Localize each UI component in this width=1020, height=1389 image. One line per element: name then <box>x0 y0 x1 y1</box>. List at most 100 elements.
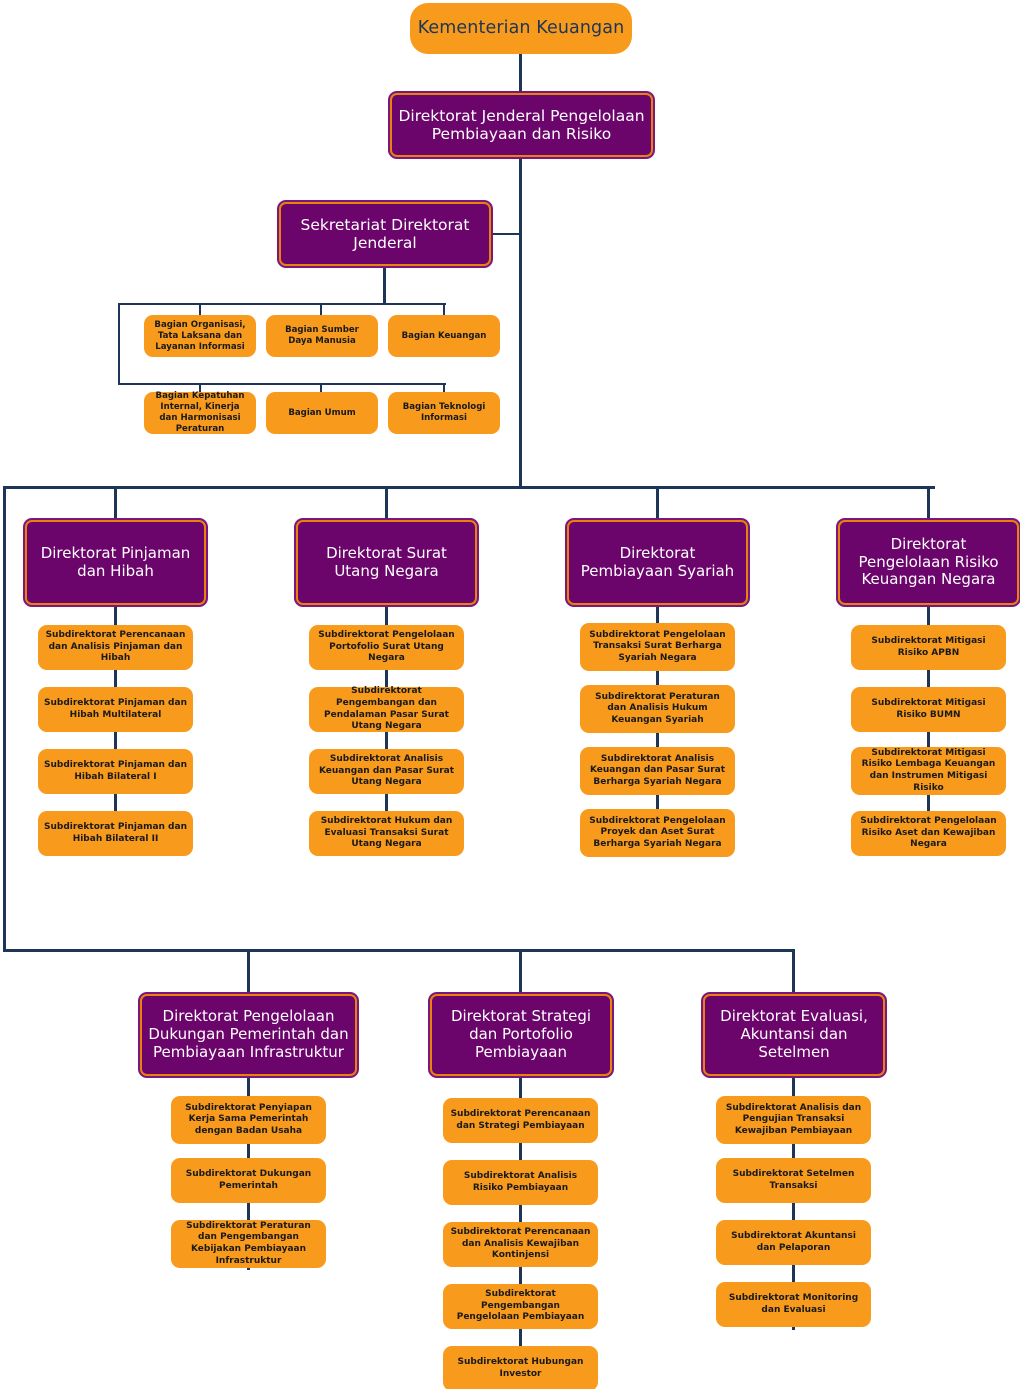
connector-bagian-bus-2 <box>118 383 446 385</box>
connector-sekretariat-down <box>383 267 386 305</box>
node-label: Subdirektorat Analisis dan Pengujian Tra… <box>725 1102 862 1136</box>
connector-sekretariat-stub <box>490 233 521 235</box>
node-subdit-4-3[interactable]: Subdirektorat Mitigasi Risiko Lembaga Ke… <box>851 747 1006 795</box>
node-label: Direktorat Strategi dan Portofolio Pembi… <box>450 1007 592 1061</box>
node-direktorat-surat-utang-negara[interactable]: Direktorat Surat Utang Negara <box>296 520 477 605</box>
node-label: Subdirektorat Setelmen Transaksi <box>732 1168 855 1191</box>
node-label: Subdirektorat Pinjaman dan Hibah Bilater… <box>44 759 187 782</box>
node-label: Subdirektorat Analisis Risiko Pembiayaan <box>463 1170 578 1193</box>
node-subdit-2-2[interactable]: Subdirektorat Pengembangan dan Pendalama… <box>309 686 464 732</box>
node-subdit-7-1[interactable]: Subdirektorat Analisis dan Pengujian Tra… <box>716 1096 871 1144</box>
node-subdit-6-4[interactable]: Subdirektorat Pengembangan Pengelolaan P… <box>443 1284 598 1329</box>
connector-row1-drop-2 <box>385 486 388 522</box>
node-subdit-7-2[interactable]: Subdirektorat Setelmen Transaksi <box>716 1158 871 1203</box>
node-bagian-sdm[interactable]: Bagian Sumber Daya Manusia <box>266 315 378 357</box>
connector-bagian-drop-5 <box>320 383 322 392</box>
connector-bagian-bus-1 <box>118 303 446 305</box>
node-label: Direktorat Evaluasi, Akuntansi dan Setel… <box>720 1007 868 1061</box>
node-label: Direktorat Jenderal Pengelolaan Pembiaya… <box>398 106 645 143</box>
node-direktorat-strategi-portofolio[interactable]: Direktorat Strategi dan Portofolio Pembi… <box>430 994 612 1076</box>
connector-row1-drop-1 <box>114 486 117 522</box>
node-subdit-5-1[interactable]: Subdirektorat Penyiapan Kerja Sama Pemer… <box>171 1096 326 1144</box>
node-label: Bagian Teknologi Informasi <box>402 402 486 423</box>
node-label: Bagian Kepatuhan Internal, Kinerja dan H… <box>155 391 245 434</box>
node-label: Subdirektorat Perencanaan dan Analisis K… <box>450 1227 591 1261</box>
connector-bagian-drop-1 <box>199 303 201 315</box>
node-label: Bagian Keuangan <box>401 330 487 341</box>
node-djppr[interactable]: Direktorat Jenderal Pengelolaan Pembiaya… <box>390 93 653 157</box>
node-subdit-6-2[interactable]: Subdirektorat Analisis Risiko Pembiayaan <box>443 1160 598 1205</box>
connector-row1-drop-4 <box>927 486 930 522</box>
node-bagian-kepatuhan-internal[interactable]: Bagian Kepatuhan Internal, Kinerja dan H… <box>144 391 256 434</box>
node-label: Subdirektorat Mitigasi Risiko Lembaga Ke… <box>861 747 996 793</box>
node-label: Subdirektorat Pengelolaan Portofolio Sur… <box>318 630 455 664</box>
node-label: Subdirektorat Akuntansi dan Pelaporan <box>731 1230 856 1253</box>
connector-row2-drop-1 <box>247 949 250 995</box>
node-bagian-organisasi[interactable]: Bagian Organisasi, Tata Laksana dan Laya… <box>144 315 256 357</box>
node-label: Subdirektorat Hukum dan Evaluasi Transak… <box>320 816 453 850</box>
connector-djppr-trunk <box>519 158 522 488</box>
connector-row1-drop-3 <box>656 486 659 522</box>
node-sekretariat-ditjen[interactable]: Sekretariat Direktorat Jenderal <box>279 202 491 266</box>
node-label: Bagian Organisasi, Tata Laksana dan Laya… <box>154 319 246 352</box>
node-subdit-5-2[interactable]: Subdirektorat Dukungan Pemerintah <box>171 1158 326 1203</box>
node-label: Direktorat Pinjaman dan Hibah <box>40 543 191 580</box>
connector-left-rail <box>3 486 6 952</box>
node-subdit-1-1[interactable]: Subdirektorat Perencanaan dan Analisis P… <box>38 625 193 670</box>
connector-row2-drop-2 <box>519 949 522 995</box>
node-subdit-1-3[interactable]: Subdirektorat Pinjaman dan Hibah Bilater… <box>38 749 193 794</box>
node-subdit-3-4[interactable]: Subdirektorat Pengelolaan Proyek dan Ase… <box>580 809 735 857</box>
node-subdit-6-3[interactable]: Subdirektorat Perencanaan dan Analisis K… <box>443 1222 598 1267</box>
connector-bagian-drop-4 <box>199 383 201 392</box>
node-label: Subdirektorat Penyiapan Kerja Sama Pemer… <box>185 1102 312 1136</box>
node-label: Subdirektorat Analisis Keuangan dan Pasa… <box>589 753 726 787</box>
node-label: Subdirektorat Monitoring dan Evaluasi <box>728 1292 859 1315</box>
node-label: Bagian Umum <box>288 407 356 418</box>
node-label: Direktorat Surat Utang Negara <box>326 543 447 580</box>
connector-row2-bus <box>3 949 795 952</box>
node-label: Subdirektorat Pengelolaan Risiko Aset da… <box>860 816 997 850</box>
node-subdit-5-3[interactable]: Subdirektorat Peraturan dan Pengembangan… <box>171 1220 326 1268</box>
node-label: Subdirektorat Pengembangan Pengelolaan P… <box>456 1289 585 1323</box>
node-direktorat-pinjaman-hibah[interactable]: Direktorat Pinjaman dan Hibah <box>25 520 206 605</box>
node-subdit-3-1[interactable]: Subdirektorat Pengelolaan Transaksi Sura… <box>580 623 735 671</box>
node-label: Subdirektorat Peraturan dan Analisis Huk… <box>595 691 720 725</box>
node-subdit-4-4[interactable]: Subdirektorat Pengelolaan Risiko Aset da… <box>851 811 1006 856</box>
node-direktorat-evaluasi-akuntansi[interactable]: Direktorat Evaluasi, Akuntansi dan Setel… <box>703 994 885 1076</box>
node-label: Subdirektorat Pengembangan dan Pendalama… <box>324 686 449 732</box>
node-subdit-6-5[interactable]: Subdirektorat Hubungan Investor <box>443 1346 598 1389</box>
node-subdit-3-3[interactable]: Subdirektorat Analisis Keuangan dan Pasa… <box>580 747 735 795</box>
node-subdit-3-2[interactable]: Subdirektorat Peraturan dan Analisis Huk… <box>580 685 735 733</box>
node-subdit-2-3[interactable]: Subdirektorat Analisis Keuangan dan Pasa… <box>309 749 464 794</box>
node-kementerian-keuangan[interactable]: Kementerian Keuangan <box>410 3 632 54</box>
node-label: Bagian Sumber Daya Manusia <box>285 325 359 346</box>
node-subdit-7-3[interactable]: Subdirektorat Akuntansi dan Pelaporan <box>716 1220 871 1265</box>
connector-root-to-djppr <box>519 54 522 94</box>
node-direktorat-pembiayaan-syariah[interactable]: Direktorat Pembiayaan Syariah <box>567 520 748 605</box>
node-label: Sekretariat Direktorat Jenderal <box>300 215 470 252</box>
node-subdit-4-2[interactable]: Subdirektorat Mitigasi Risiko BUMN <box>851 687 1006 732</box>
node-subdit-7-4[interactable]: Subdirektorat Monitoring dan Evaluasi <box>716 1282 871 1327</box>
node-subdit-1-4[interactable]: Subdirektorat Pinjaman dan Hibah Bilater… <box>38 811 193 856</box>
node-direktorat-dukungan-pemerintah[interactable]: Direktorat Pengelolaan Dukungan Pemerint… <box>140 994 357 1076</box>
node-label: Subdirektorat Pengelolaan Transaksi Sura… <box>589 629 726 663</box>
node-subdit-6-1[interactable]: Subdirektorat Perencanaan dan Strategi P… <box>443 1098 598 1143</box>
node-bagian-keuangan[interactable]: Bagian Keuangan <box>388 315 500 357</box>
node-subdit-2-1[interactable]: Subdirektorat Pengelolaan Portofolio Sur… <box>309 625 464 670</box>
node-bagian-teknologi-informasi[interactable]: Bagian Teknologi Informasi <box>388 392 500 434</box>
connector-bagian-rail <box>118 303 120 385</box>
node-subdit-2-4[interactable]: Subdirektorat Hukum dan Evaluasi Transak… <box>309 811 464 856</box>
node-label: Subdirektorat Pinjaman dan Hibah Bilater… <box>44 821 187 844</box>
node-subdit-4-1[interactable]: Subdirektorat Mitigasi Risiko APBN <box>851 625 1006 670</box>
node-label: Subdirektorat Mitigasi Risiko BUMN <box>871 697 986 720</box>
node-label: Subdirektorat Pengelolaan Proyek dan Ase… <box>589 815 726 849</box>
connector-row2-drop-3 <box>792 949 795 995</box>
node-bagian-umum[interactable]: Bagian Umum <box>266 392 378 434</box>
node-subdit-1-2[interactable]: Subdirektorat Pinjaman dan Hibah Multila… <box>38 687 193 732</box>
node-label: Subdirektorat Hubungan Investor <box>457 1356 584 1379</box>
connector-bagian-drop-6 <box>443 383 445 392</box>
node-label: Subdirektorat Perencanaan dan Analisis P… <box>45 630 186 664</box>
node-direktorat-pengelolaan-risiko[interactable]: Direktorat Pengelolaan Risiko Keuangan N… <box>838 520 1019 605</box>
node-label: Kementerian Keuangan <box>417 18 625 39</box>
